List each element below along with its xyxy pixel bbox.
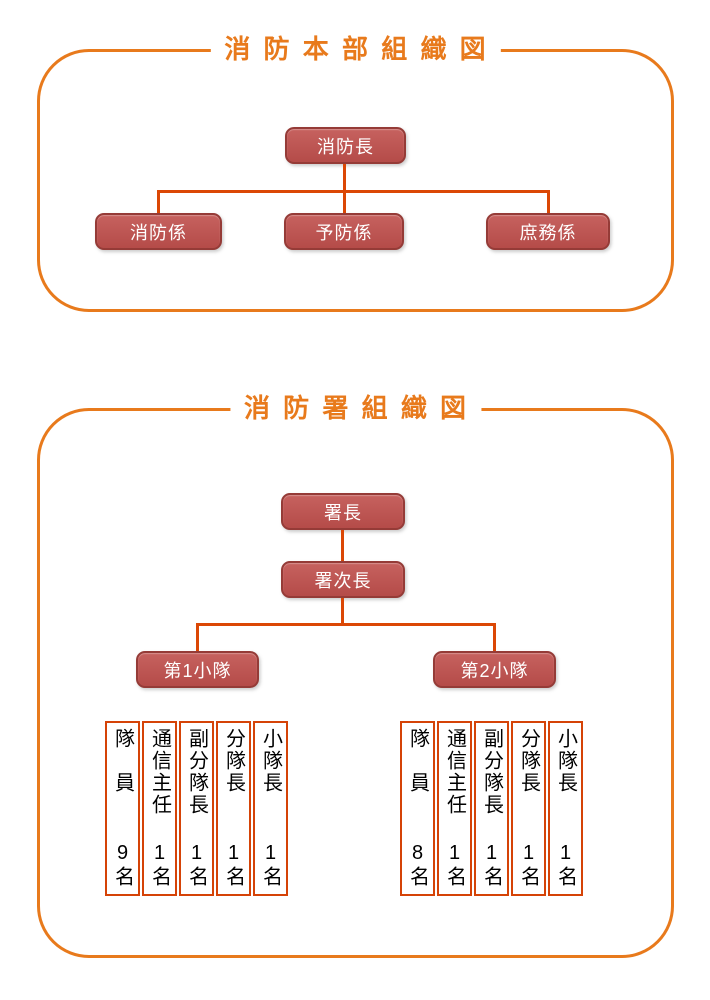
count-label: 1名 xyxy=(554,842,577,888)
connector-line xyxy=(196,623,199,651)
staffing-column: 副分隊長 1名 xyxy=(179,721,214,896)
staffing-column: 隊 員 8名 xyxy=(400,721,435,896)
org-node-station-chief: 署長 xyxy=(281,493,405,530)
role-label: 隊 員 xyxy=(406,728,429,794)
count-label: 8名 xyxy=(406,842,429,888)
org-node-deputy-station-chief: 署次長 xyxy=(281,561,405,598)
org-node-fire-section: 消防係 xyxy=(95,213,222,250)
role-label: 小隊長 xyxy=(259,728,282,794)
staffing-table-platoon-2: 隊 員 8名 通信主任 1名 副分隊長 1名 分隊長 1名 小隊長 1名 xyxy=(400,721,583,896)
connector-line xyxy=(493,623,496,651)
station-chart-title: 消 防 署 組 織 図 xyxy=(229,393,482,424)
hq-org-chart-panel: 消 防 本 部 組 織 図 消防長 消防係 予防係 庶務係 xyxy=(37,34,674,312)
staffing-column: 副分隊長 1名 xyxy=(474,721,509,896)
count-label: 1名 xyxy=(443,842,466,888)
org-node-platoon-1: 第1小隊 xyxy=(136,651,259,688)
count-label: 1名 xyxy=(517,842,540,888)
hq-chart-title: 消 防 本 部 組 織 図 xyxy=(210,34,501,65)
count-label: 1名 xyxy=(148,842,171,888)
staffing-column: 分隊長 1名 xyxy=(511,721,546,896)
role-label: 分隊長 xyxy=(517,728,540,794)
connector-line xyxy=(157,190,160,213)
role-label: 小隊長 xyxy=(554,728,577,794)
staffing-column: 分隊長 1名 xyxy=(216,721,251,896)
connector-line xyxy=(196,623,496,626)
staffing-column: 通信主任 1名 xyxy=(437,721,472,896)
org-node-platoon-2: 第2小隊 xyxy=(433,651,556,688)
role-label: 分隊長 xyxy=(222,728,245,794)
staffing-column: 小隊長 1名 xyxy=(253,721,288,896)
role-label: 通信主任 xyxy=(443,728,466,816)
station-org-chart-panel: 消 防 署 組 織 図 署長 署次長 第1小隊 第2小隊 隊 員 9名 通信主任… xyxy=(37,393,674,958)
staffing-column: 隊 員 9名 xyxy=(105,721,140,896)
connector-line xyxy=(343,193,346,213)
staffing-column: 小隊長 1名 xyxy=(548,721,583,896)
role-label: 通信主任 xyxy=(148,728,171,816)
org-node-fire-chief: 消防長 xyxy=(285,127,406,164)
connector-line xyxy=(341,530,344,561)
org-node-prevention-section: 予防係 xyxy=(284,213,404,250)
count-label: 9名 xyxy=(111,842,134,888)
role-label: 隊 員 xyxy=(111,728,134,794)
org-node-general-affairs-section: 庶務係 xyxy=(486,213,610,250)
count-label: 1名 xyxy=(259,842,282,888)
connector-line xyxy=(157,190,550,193)
count-label: 1名 xyxy=(480,842,503,888)
connector-line xyxy=(341,598,344,626)
count-label: 1名 xyxy=(185,842,208,888)
connector-line xyxy=(547,190,550,213)
role-label: 副分隊長 xyxy=(185,728,208,816)
role-label: 副分隊長 xyxy=(480,728,503,816)
staffing-table-platoon-1: 隊 員 9名 通信主任 1名 副分隊長 1名 分隊長 1名 小隊長 1名 xyxy=(105,721,288,896)
staffing-column: 通信主任 1名 xyxy=(142,721,177,896)
connector-line xyxy=(343,164,346,193)
count-label: 1名 xyxy=(222,842,245,888)
